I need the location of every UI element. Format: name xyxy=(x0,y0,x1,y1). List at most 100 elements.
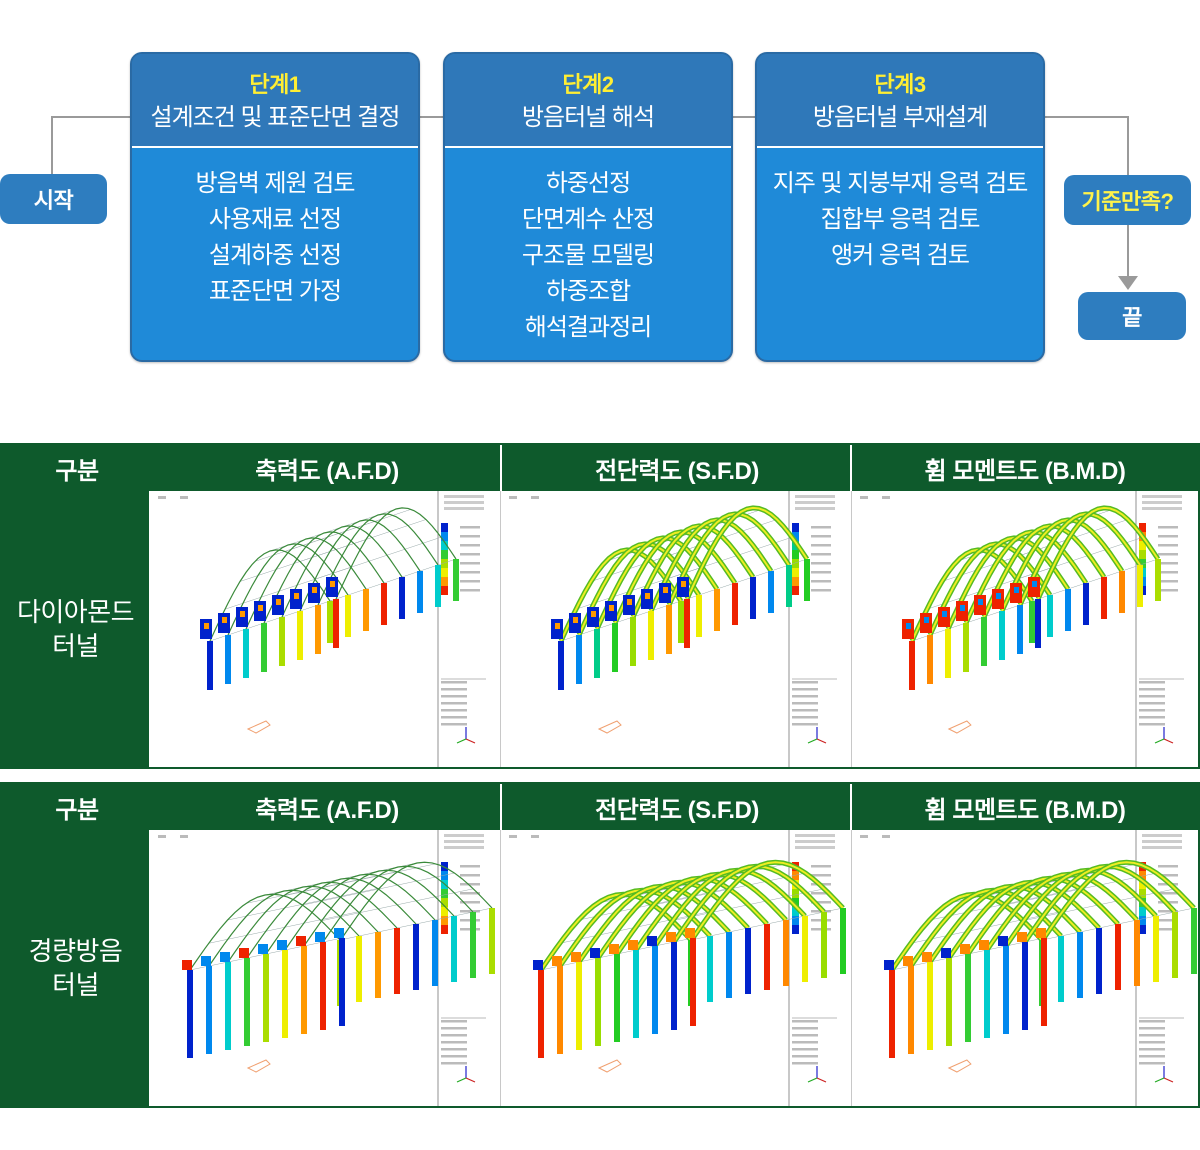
step-item: 하중선정 xyxy=(545,170,631,197)
step-item: 하중조합 xyxy=(545,278,631,305)
legend-swatch xyxy=(1139,550,1146,559)
condition-node: 기준만족? xyxy=(1064,175,1191,225)
legend-swatch xyxy=(1139,559,1146,568)
legend-swatch xyxy=(792,916,799,925)
structure-model xyxy=(902,505,1161,690)
step-2-number: 단계2 xyxy=(562,72,614,97)
header-sfd: 전단력도 (S.F.D) xyxy=(595,457,759,485)
legend-swatch xyxy=(792,871,799,880)
step-1-items: 방음벽 제원 검토 사용재료 선정 설계하중 선정 표준단면 가정 xyxy=(132,148,418,310)
legend-swatch xyxy=(1139,925,1146,934)
header-afd: 축력도 (A.F.D) xyxy=(255,796,399,824)
step-item: 해석결과정리 xyxy=(524,314,652,341)
connector-start-step1 xyxy=(51,116,131,118)
row-label-line: 다이아몬드 xyxy=(16,597,135,627)
header-divider xyxy=(500,445,502,491)
header-divider xyxy=(500,784,502,830)
legend-swatch xyxy=(792,577,799,586)
header-category: 구분 xyxy=(55,796,99,824)
legend-swatch xyxy=(441,871,448,880)
legend-swatch xyxy=(1139,541,1146,550)
header-afd: 축력도 (A.F.D) xyxy=(255,457,399,485)
panel-divider xyxy=(500,830,501,1106)
structure-model xyxy=(551,505,810,690)
step-item: 표준단면 가정 xyxy=(208,278,342,305)
step-item: 설계하중 선정 xyxy=(208,242,342,269)
row-label-line: 터널 xyxy=(52,631,99,661)
legend-swatch xyxy=(441,862,448,871)
connector-step2-step3 xyxy=(733,116,757,118)
legend-swatch xyxy=(441,898,448,907)
step-2-box: 단계2 방음터널 해석 하중선정 단면계수 산정 구조물 모델링 하중조합 해석… xyxy=(443,52,733,362)
bmd-diagram-diamond xyxy=(852,491,1198,767)
step-2-header: 단계2 방음터널 해석 xyxy=(445,54,731,148)
legend-swatch xyxy=(792,889,799,898)
step-1-box: 단계1 설계조건 및 표준단면 결정 방음벽 제원 검토 사용재료 선정 설계하… xyxy=(130,52,420,362)
header-divider xyxy=(850,445,852,491)
step-item: 앵커 응력 검토 xyxy=(831,242,970,269)
step-3-number: 단계3 xyxy=(874,72,926,97)
afd-diagram-light xyxy=(150,830,500,1106)
legend-swatch xyxy=(1139,916,1146,925)
legend-swatch xyxy=(441,916,448,925)
results-table-diamond: 구분 축력도 (A.F.D) 전단력도 (S.F.D) 휨 모멘트도 (B.M.… xyxy=(0,443,1200,769)
connector-start-up xyxy=(51,116,53,178)
structure-model xyxy=(200,507,459,690)
legend-swatch xyxy=(792,907,799,916)
connector-condition-end xyxy=(1127,222,1129,278)
step-3-header: 단계3 방음터널 부재설계 xyxy=(757,54,1043,148)
legend-swatch xyxy=(441,907,448,916)
legend-swatch xyxy=(441,586,448,595)
bmd-diagram-light xyxy=(852,830,1198,1106)
legend-swatch xyxy=(792,586,799,595)
structure-model xyxy=(182,861,495,1058)
step-2-items: 하중선정 단면계수 산정 구조물 모델링 하중조합 해석결과정리 xyxy=(445,148,731,346)
afd-diagram-diamond xyxy=(150,491,500,767)
legend-swatch xyxy=(441,577,448,586)
legend-swatch xyxy=(792,550,799,559)
end-node: 끝 xyxy=(1078,292,1186,340)
table-header: 구분 축력도 (A.F.D) 전단력도 (S.F.D) 휨 모멘트도 (B.M.… xyxy=(2,784,1198,830)
step-2-title: 방음터널 해석 xyxy=(521,104,655,131)
row-label-line: 경량방음 xyxy=(28,936,123,966)
legend-swatch xyxy=(792,568,799,577)
table-header: 구분 축력도 (A.F.D) 전단력도 (S.F.D) 휨 모멘트도 (B.M.… xyxy=(2,445,1198,491)
legend-swatch xyxy=(441,559,448,568)
legend-swatch xyxy=(792,898,799,907)
step-3-title: 방음터널 부재설계 xyxy=(812,104,988,131)
sfd-diagram-diamond xyxy=(501,491,851,767)
step-item: 지주 및 지붕부재 응력 검토 xyxy=(772,170,1029,197)
row-label-line: 터널 xyxy=(52,970,99,1000)
legend-swatch xyxy=(441,889,448,898)
connector-step3-condition xyxy=(1045,116,1129,118)
arrow-down-icon xyxy=(1118,276,1138,290)
sfd-diagram-light xyxy=(501,830,851,1106)
step-item: 단면계수 산정 xyxy=(521,206,655,233)
design-flowchart: 시작 기준만족? 끝 단계1 설계조건 및 표준단면 결정 방음벽 제원 검토 … xyxy=(0,0,1200,380)
header-bmd: 휨 모멘트도 (B.M.D) xyxy=(924,796,1126,824)
step-item: 집합부 응력 검토 xyxy=(820,206,981,233)
legend-swatch xyxy=(792,532,799,541)
step-item: 구조물 모델링 xyxy=(521,242,655,269)
connector-step1-step2 xyxy=(420,116,444,118)
legend-swatch xyxy=(792,523,799,532)
step-1-header: 단계1 설계조건 및 표준단면 결정 xyxy=(132,54,418,148)
header-category: 구분 xyxy=(55,457,99,485)
connector-condition-down xyxy=(1127,116,1129,176)
legend-swatch xyxy=(441,532,448,541)
panel-divider xyxy=(851,491,852,767)
structure-model xyxy=(884,859,1197,1058)
legend-swatch xyxy=(1139,523,1146,532)
header-sfd: 전단력도 (S.F.D) xyxy=(595,796,759,824)
step-1-title: 설계조건 및 표준단면 결정 xyxy=(150,104,401,131)
legend-swatch xyxy=(1139,907,1146,916)
legend-swatch xyxy=(441,568,448,577)
legend-swatch xyxy=(1139,880,1146,889)
step-3-items: 지주 및 지붕부재 응력 검토 집합부 응력 검토 앵커 응력 검토 xyxy=(757,148,1043,274)
step-item: 사용재료 선정 xyxy=(208,206,342,233)
legend-swatch xyxy=(441,523,448,532)
legend-swatch xyxy=(441,541,448,550)
legend-swatch xyxy=(441,925,448,934)
